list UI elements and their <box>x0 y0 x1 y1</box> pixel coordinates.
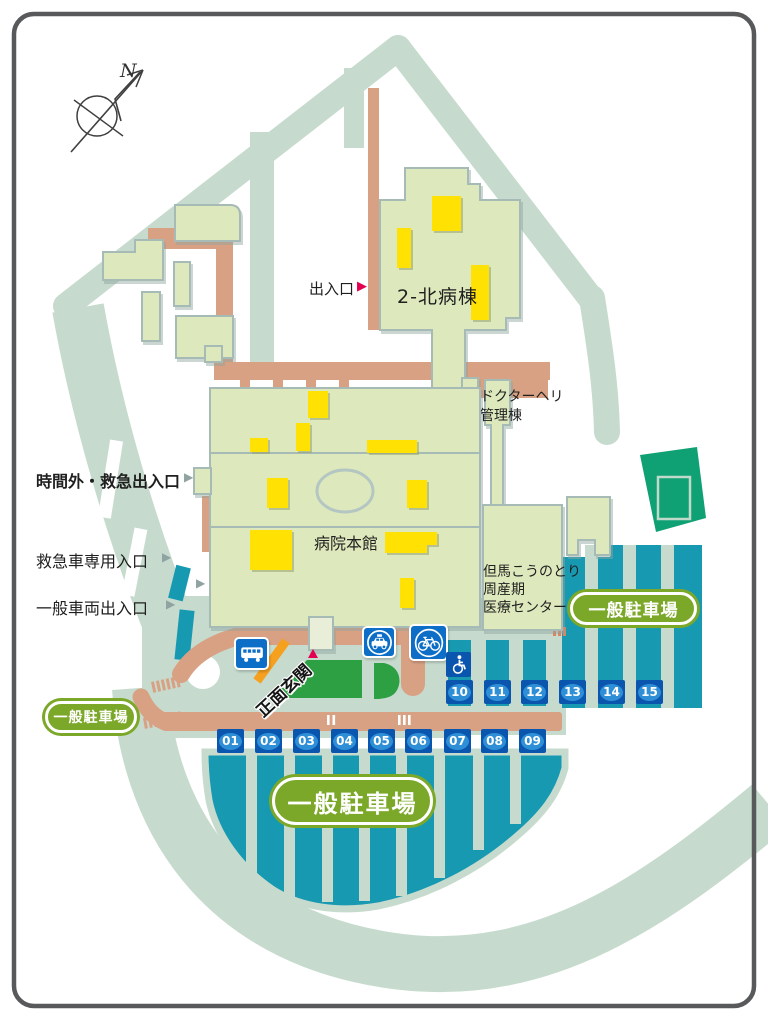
wheelchair-glyph <box>452 655 466 674</box>
parking-spot-15: 15 <box>636 680 663 704</box>
parking-spot-11-label: 11 <box>486 683 509 701</box>
bus-icon <box>234 637 269 670</box>
parking-spot-14-label: 14 <box>600 683 623 701</box>
ambulance-arrow-icon: ▶ <box>162 550 172 564</box>
taxi-icon <box>362 626 396 658</box>
crosswalk-dashes <box>143 627 566 729</box>
bicycle-icon <box>409 624 448 661</box>
entrance-greenery <box>253 638 400 699</box>
north-exit-arrow-icon: ▶ <box>357 279 367 294</box>
label-doctor-heli-line1: ドクターヘリ <box>480 389 564 405</box>
building-entrance-arrow-icon: ▶ <box>196 576 206 590</box>
label-general-vehicle-entrance: 一般車両出入口 <box>36 599 149 618</box>
parking-pill-right: 一般駐車場 <box>570 592 697 625</box>
label-perinatal-line1: 但馬こうのとり <box>483 564 581 580</box>
label-doctor-heli: ドクターヘリ 管理棟 <box>480 388 563 426</box>
parking-pill-bottom: 一般駐車場 <box>272 777 433 825</box>
road-medians <box>97 439 148 597</box>
parking-spot-09: 09 <box>519 729 546 753</box>
label-ward-2north: 2-北病棟 <box>397 286 478 308</box>
label-perinatal-line2: 周産期 <box>483 582 525 598</box>
parking-spot-05: 05 <box>368 729 395 753</box>
parking-pill-left: 一般駐車場 <box>45 701 137 733</box>
parking-spot-14: 14 <box>598 680 625 704</box>
main-entrance-marker-icon <box>308 649 318 658</box>
lane-ticks <box>327 715 411 725</box>
parking-spot-11: 11 <box>484 680 511 704</box>
parking-spot-12-label: 12 <box>523 683 546 701</box>
compass-n-label: N <box>120 60 137 82</box>
parking-spot-02-label: 02 <box>257 732 280 750</box>
general-vehicle-arrow-icon: ▶ <box>166 597 176 611</box>
bus-glyph <box>240 646 263 662</box>
label-perinatal-center: 但馬こうのとり 周産期 医療センター <box>483 563 581 617</box>
entrance-canopy <box>270 660 362 698</box>
compass-icon <box>70 69 144 153</box>
wheelchair-icon <box>446 652 471 677</box>
sports-field <box>640 447 706 532</box>
label-doctor-heli-line2: 管理棟 <box>480 408 522 424</box>
parking-spot-13: 13 <box>559 680 586 704</box>
parking-spot-08-label: 08 <box>483 732 506 750</box>
parking-spot-10: 10 <box>446 680 473 704</box>
parking-spot-09-label: 09 <box>521 732 544 750</box>
parking-spot-08: 08 <box>481 729 508 753</box>
parking-spot-01-label: 01 <box>219 732 242 750</box>
green-island <box>374 663 400 699</box>
parking-spot-04-label: 04 <box>333 732 356 750</box>
parking-spot-06: 06 <box>405 729 432 753</box>
parking-spot-13-label: 13 <box>561 683 584 701</box>
label-perinatal-line3: 医療センター <box>483 600 567 616</box>
parking-spot-07: 07 <box>444 729 471 753</box>
building-highlights <box>250 196 489 608</box>
parking-spot-04: 04 <box>331 729 358 753</box>
parking-spot-03: 03 <box>293 729 320 753</box>
parking-spot-05-label: 05 <box>370 732 393 750</box>
parking-spot-12: 12 <box>521 680 548 704</box>
parking-spot-01: 01 <box>217 729 244 753</box>
bicycle-glyph <box>414 628 443 657</box>
parking-spot-07-label: 07 <box>446 732 469 750</box>
parking-spot-15-label: 15 <box>638 683 661 701</box>
parking-spot-10-label: 10 <box>448 683 471 701</box>
buildings <box>102 167 611 651</box>
label-after-hours-entrance: 時間外・救急出入口 <box>36 472 181 491</box>
label-north-exit: 出入口 <box>309 280 355 298</box>
parking-spot-06-label: 06 <box>407 732 430 750</box>
after-hours-arrow-icon: ▶ <box>184 470 194 484</box>
map-border <box>11 11 757 1009</box>
label-main-building: 病院本館 <box>314 534 379 553</box>
orange-ramp <box>253 638 290 684</box>
label-ambulance-entrance: 救急車専用入口 <box>36 552 149 571</box>
parking-spot-03-label: 03 <box>295 732 318 750</box>
parking-spot-02: 02 <box>255 729 282 753</box>
taxi-glyph <box>366 629 392 655</box>
